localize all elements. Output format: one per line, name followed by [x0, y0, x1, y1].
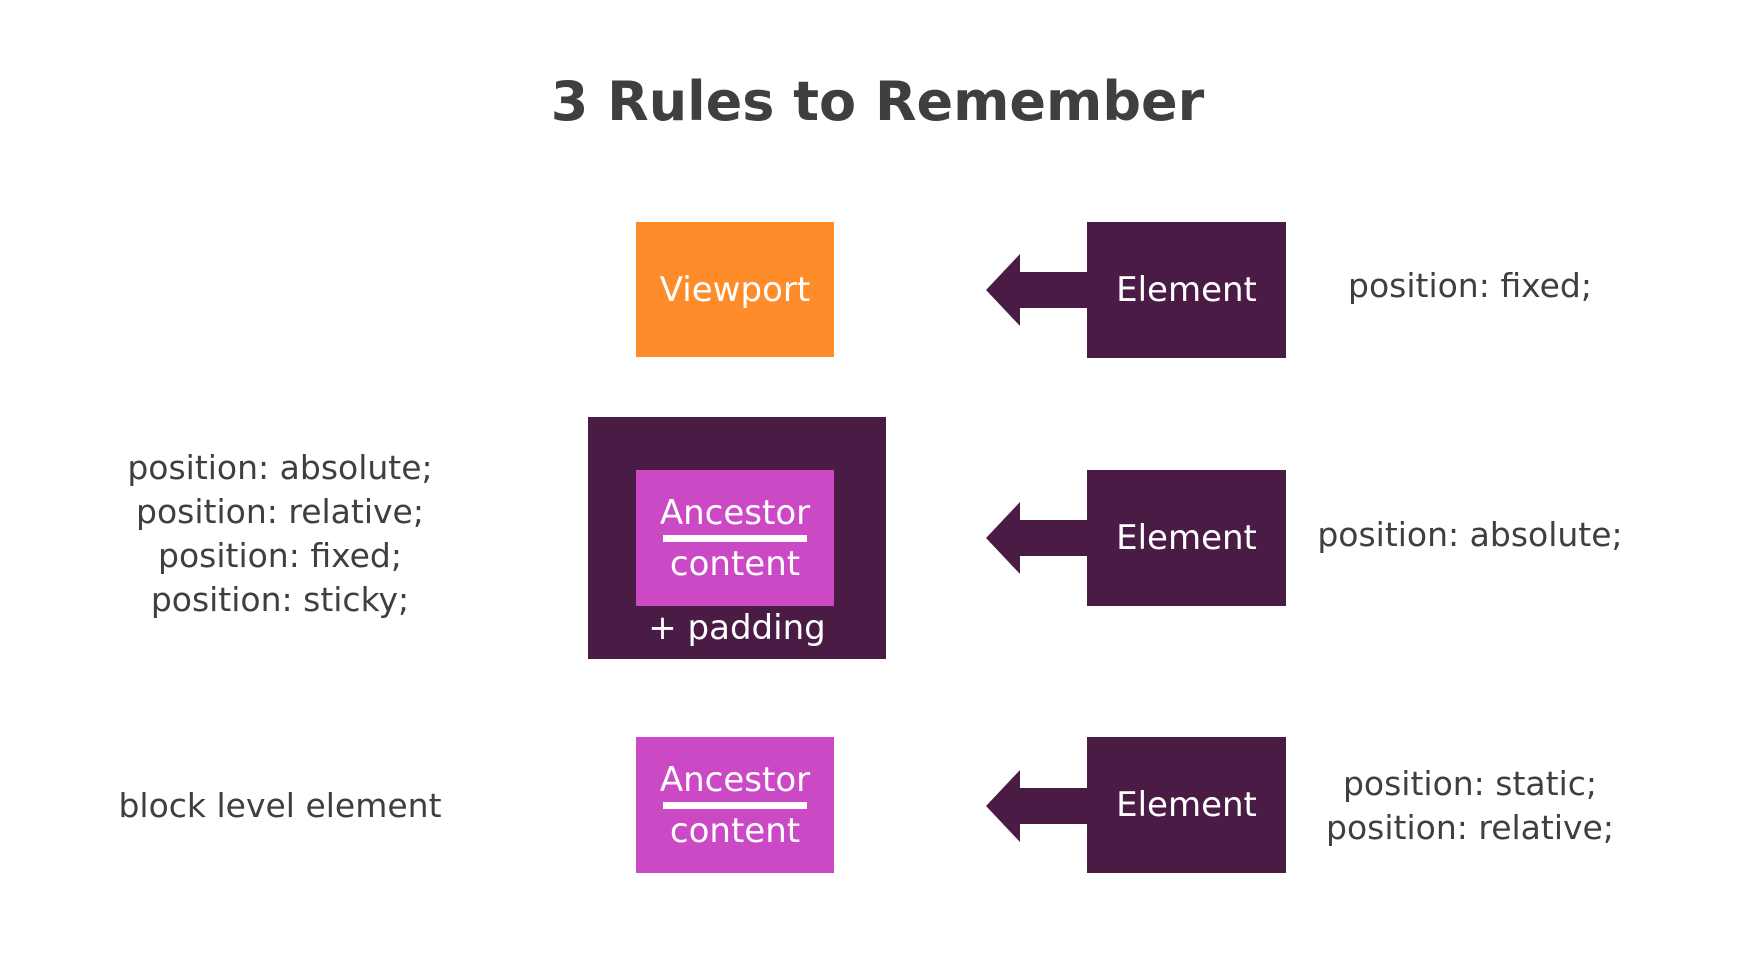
element-label: Element	[1116, 785, 1257, 825]
rule-line: position: absolute;	[1317, 515, 1623, 554]
viewport-label: Viewport	[659, 269, 811, 310]
rule-line: position: fixed;	[158, 536, 402, 575]
arrow-left-icon	[986, 502, 1090, 574]
rule-right-text: position: fixed;	[1300, 264, 1640, 308]
element-label: Element	[1116, 270, 1257, 310]
rule-line: position: static;	[1342, 764, 1598, 803]
rule-line: position: sticky;	[150, 580, 410, 619]
rule-left-text: position: absolute; position: relative; …	[80, 446, 480, 622]
element-box: Element	[1087, 470, 1286, 606]
element-label: Element	[1116, 518, 1257, 558]
ancestor-divider	[663, 534, 807, 542]
element-box: Element	[1087, 222, 1286, 358]
element-box: Element	[1087, 737, 1286, 873]
ancestor-content-box: Ancestor content	[636, 470, 834, 606]
rule-right-text: position: static; position: relative;	[1300, 762, 1640, 850]
rule-line: block level element	[118, 786, 442, 825]
padding-label: + padding	[648, 608, 826, 648]
content-label: content	[669, 810, 801, 851]
content-label: content	[669, 543, 801, 584]
diagram-title: 3 Rules to Remember	[550, 70, 1205, 133]
arrow-left-icon	[986, 770, 1090, 842]
ancestor-label: Ancestor	[659, 492, 811, 533]
ancestor-content-box: Ancestor content	[636, 737, 834, 873]
arrow-left-icon	[986, 254, 1090, 326]
rule-line: position: absolute;	[127, 448, 433, 487]
rule-line: position: relative;	[136, 492, 424, 531]
rule-line: position: relative;	[1326, 808, 1614, 847]
rule-left-text: block level element	[80, 784, 480, 828]
viewport-box: Viewport	[636, 222, 834, 357]
rule-line: position: fixed;	[1348, 266, 1592, 305]
ancestor-divider	[663, 801, 807, 809]
ancestor-label: Ancestor	[659, 759, 811, 800]
rule-right-text: position: absolute;	[1300, 513, 1640, 557]
